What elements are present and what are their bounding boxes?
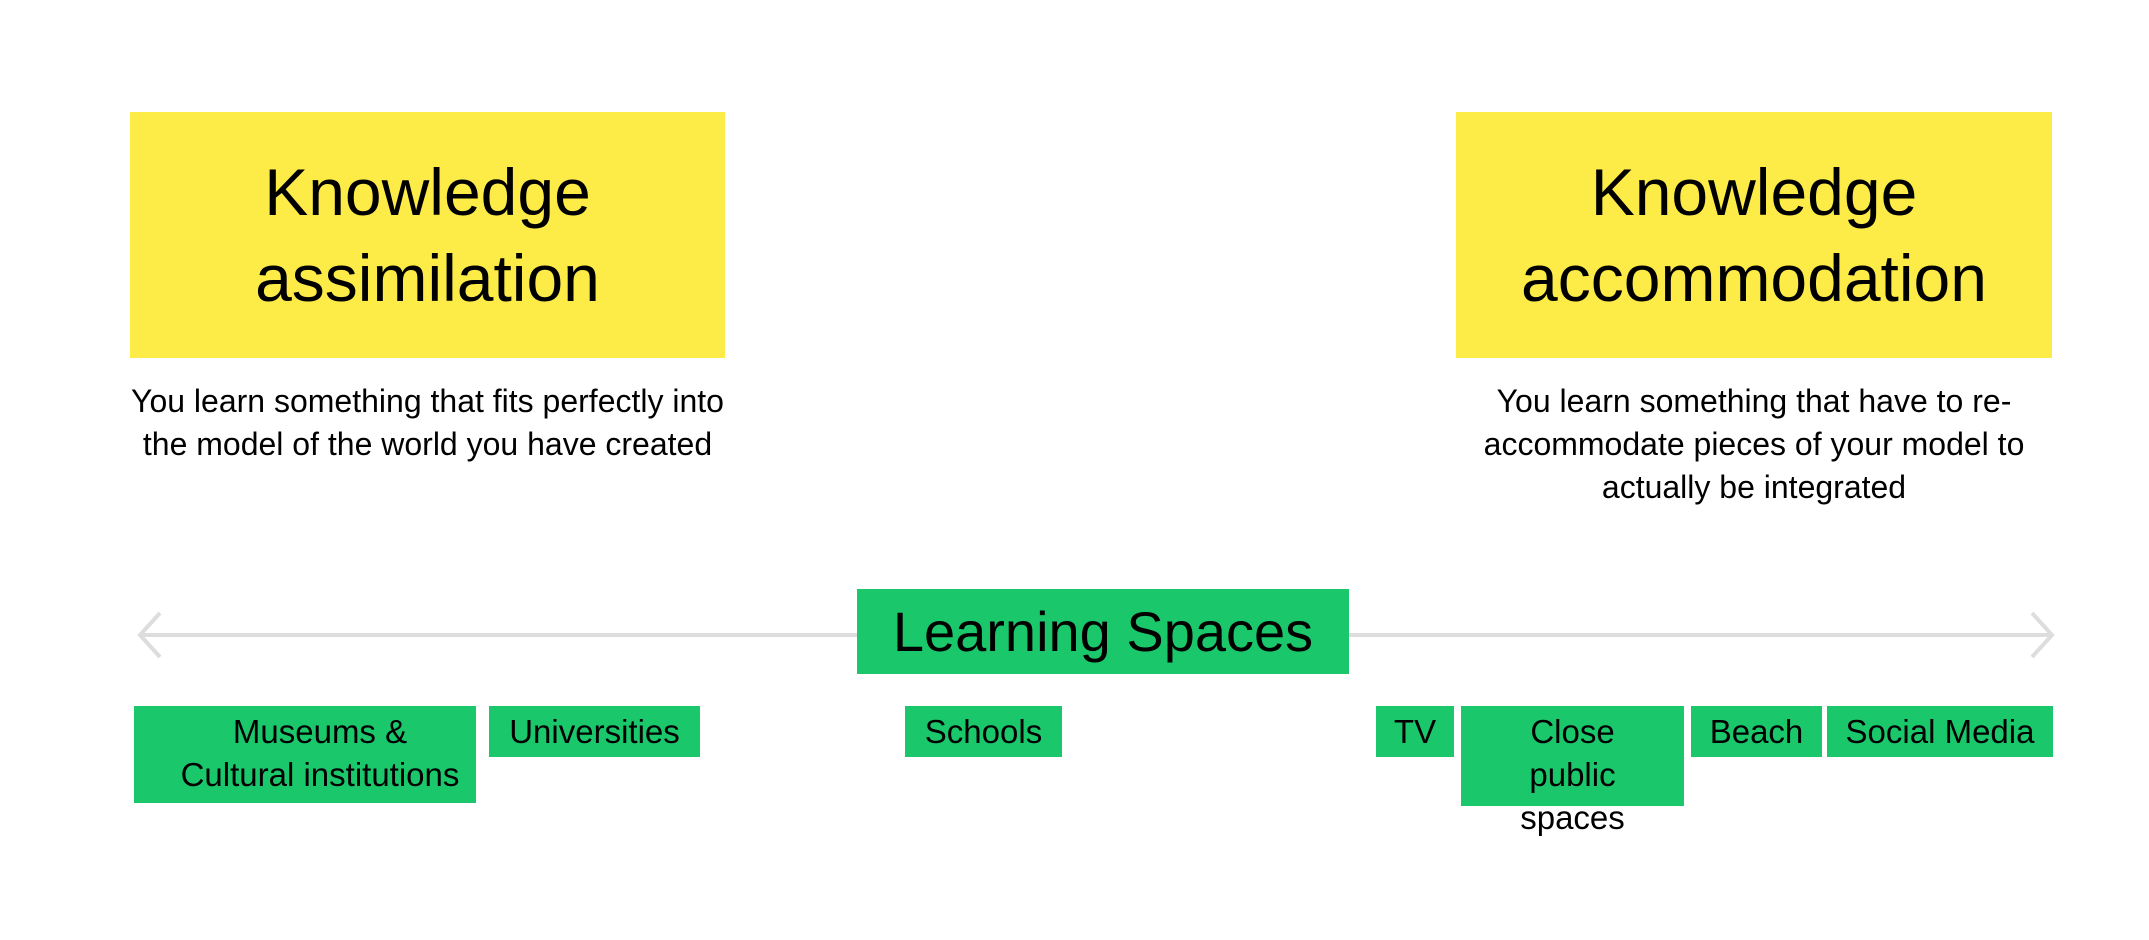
assimilation-title: Knowledge assimilation: [255, 155, 600, 315]
learning-spaces-label: Learning Spaces: [892, 600, 1314, 663]
space-chip-beach: Beach: [1691, 706, 1822, 757]
space-chip-social-media: Social Media: [1827, 706, 2053, 757]
arrow-left-icon: [137, 611, 162, 659]
arrow-right-icon: [2030, 611, 2055, 659]
accommodation-description: You learn something that have to re-acco…: [1483, 383, 2025, 505]
learning-spaces-label-box: Learning Spaces: [857, 589, 1349, 674]
space-chip-schools: Schools: [905, 706, 1062, 757]
assimilation-title-box: Knowledge assimilation: [130, 112, 725, 358]
space-chip-universities: Universities: [489, 706, 700, 757]
space-chip-tv: TV: [1376, 706, 1454, 757]
assimilation-description: You learn something that fits perfectly …: [131, 383, 724, 462]
accommodation-title: Knowledge accommodation: [1521, 155, 1987, 315]
accommodation-title-box: Knowledge accommodation: [1456, 112, 2052, 358]
space-chip-close-public-spaces: Close public spaces: [1461, 706, 1684, 836]
space-chip-museums: Museums & Cultural institutions: [134, 706, 476, 803]
